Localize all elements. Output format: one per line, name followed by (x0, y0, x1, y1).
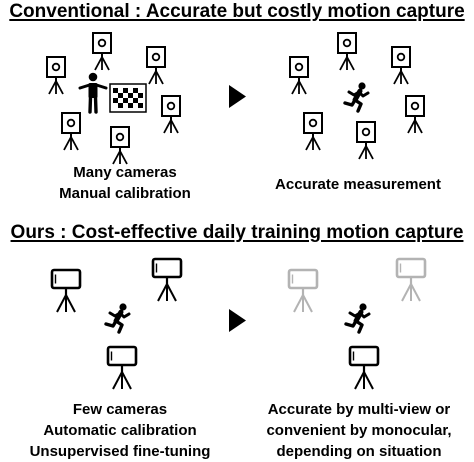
checker-square (133, 88, 138, 93)
tripod-camera-icon (161, 95, 181, 134)
caption-line: Unsupervised fine-tuning (29, 443, 211, 460)
phone-camera-icon (106, 345, 138, 391)
checker-square (128, 103, 133, 108)
arrow-right-icon (229, 309, 246, 332)
checker-square (123, 88, 128, 93)
checker-square (118, 93, 123, 98)
tripod-camera-icon (146, 46, 166, 85)
tripod-camera-icon (303, 112, 323, 151)
person-icon (78, 72, 108, 114)
running-person-icon (106, 303, 129, 332)
running-person-icon (346, 303, 369, 332)
ours-heading: Ours : Cost-effective daily training mot… (10, 222, 464, 243)
caption-line: Accurate measurement (275, 176, 441, 193)
checker-square (138, 93, 143, 98)
arrow-right-icon (229, 85, 246, 108)
phone-camera-icon (287, 268, 319, 314)
tripod-camera-icon (356, 121, 376, 160)
caption-line: Many cameras (73, 164, 177, 181)
caption-line: Automatic calibration (43, 422, 197, 439)
checker-square (118, 103, 123, 108)
tripod-camera-icon (92, 32, 112, 71)
phone-camera-icon (50, 268, 82, 314)
checker-square (138, 103, 143, 108)
checkerboard-icon (109, 83, 147, 113)
caption-line: Manual calibration (59, 185, 191, 202)
tripod-camera-icon (405, 95, 425, 134)
tripod-camera-icon (110, 126, 130, 165)
checker-square (128, 93, 133, 98)
tripod-camera-icon (289, 56, 309, 95)
checker-square (133, 98, 138, 103)
phone-camera-icon (151, 257, 183, 303)
tripod-camera-icon (337, 32, 357, 71)
checker-square (113, 88, 118, 93)
conventional-left-caption: Many cameras Manual calibration (40, 162, 210, 204)
phone-camera-icon (395, 257, 427, 303)
checker-square (113, 98, 118, 103)
caption-line: depending on situation (276, 443, 442, 460)
running-person-icon (345, 82, 368, 111)
tripod-camera-icon (391, 46, 411, 85)
caption-line: Few cameras (72, 401, 168, 418)
ours-left-caption: Few cameras Automatic calibration Unsupe… (20, 399, 220, 462)
caption-line: convenient by monocular, (266, 422, 452, 439)
ours-right-caption: Accurate by multi-view or convenient by … (248, 399, 470, 462)
tripod-camera-icon (46, 56, 66, 95)
caption-line: Accurate by multi-view or (267, 401, 451, 418)
checker-square (123, 98, 128, 103)
phone-camera-icon (348, 345, 380, 391)
conventional-right-caption: Accurate measurement (248, 174, 468, 195)
tripod-camera-icon (61, 112, 81, 151)
conventional-heading: Conventional : Accurate but costly motio… (9, 1, 465, 22)
